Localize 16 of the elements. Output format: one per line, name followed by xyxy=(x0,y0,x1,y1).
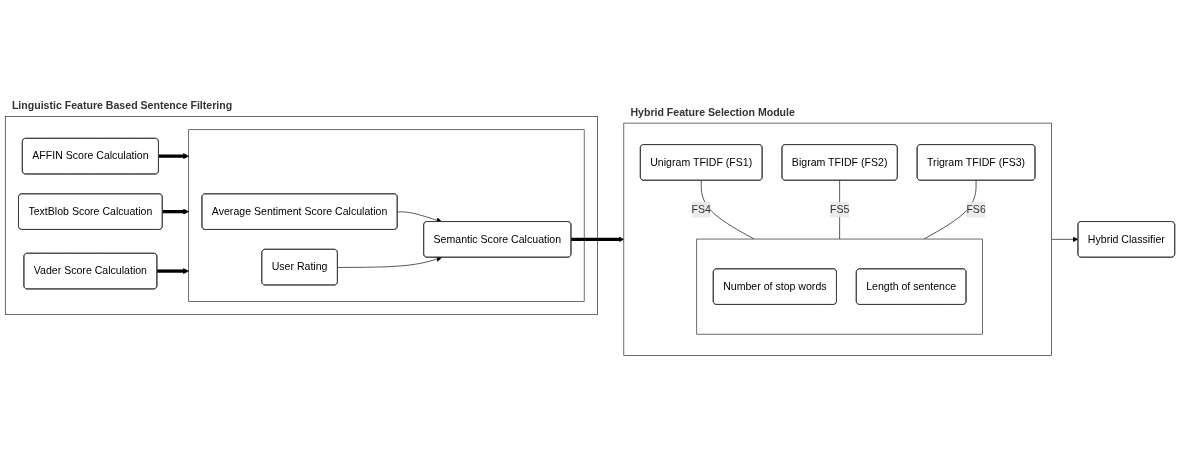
arrow xyxy=(158,153,189,160)
arrow xyxy=(156,268,189,274)
connector xyxy=(700,179,755,240)
edge-label: FS5 xyxy=(829,203,850,215)
connector xyxy=(923,179,977,240)
edge-label: FS4 xyxy=(691,203,711,215)
node-label: Hybrid Feature Selection Module xyxy=(630,106,795,118)
arrow xyxy=(570,236,625,243)
cluster xyxy=(696,238,983,335)
cluster xyxy=(623,122,1052,356)
connector xyxy=(839,179,840,240)
arrow xyxy=(162,208,189,215)
node-label: Linguistic Feature Based Sentence Filtering xyxy=(11,99,233,112)
cluster xyxy=(188,129,585,302)
cluster xyxy=(4,116,598,315)
edge-label: FS6 xyxy=(966,203,986,215)
